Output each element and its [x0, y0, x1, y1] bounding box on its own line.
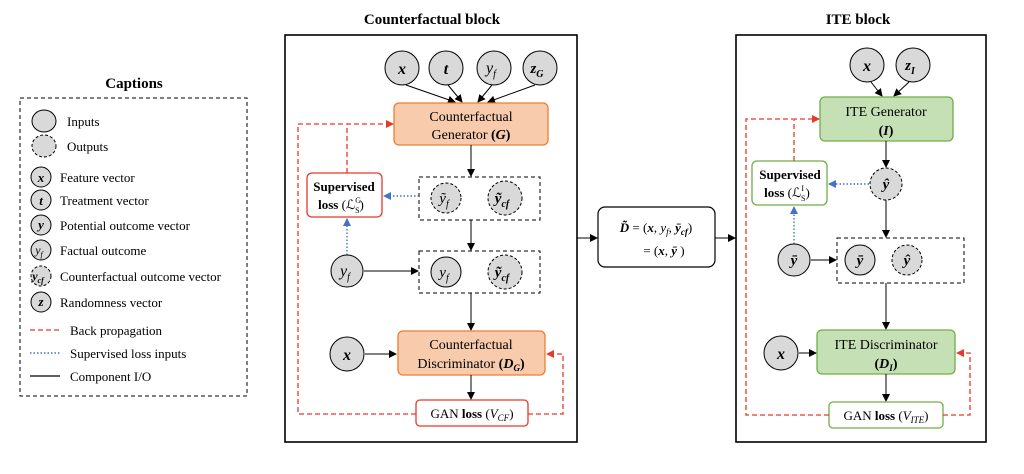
cf-arrow-x-gen [405, 84, 456, 104]
ite-disc-yhat-node [891, 244, 923, 276]
cf-input-zg-node [522, 50, 558, 86]
cf-input-x-label: x [397, 61, 406, 78]
synthetic-dataset-box [597, 206, 716, 268]
cf-gan-loss-label: GAN loss (VCF) [430, 406, 513, 423]
t-icon [30, 189, 52, 211]
ycf-icon [30, 265, 52, 287]
cf-supervised-loss-line1: Supervised [313, 179, 375, 194]
ite-block-frame [735, 34, 987, 443]
dataset-line1: D̃ = (x, yf, ȳcf) [619, 220, 692, 237]
ite-output-yhat-label: ŷ [881, 177, 890, 193]
legend-component-io: Component I/O [70, 369, 151, 384]
ite-backprop-gan-to-disc [943, 349, 971, 416]
cf-arrow-yf-gen [477, 84, 493, 103]
legend-input-node [31, 109, 57, 133]
ite-generator-line2: (I) [879, 124, 894, 139]
ite-supervised-loss-box [751, 160, 828, 206]
cf-generator-line1: Counterfactual [429, 110, 512, 125]
cf-generator-line2: Generator (G) [432, 128, 511, 143]
cf-disc-ycf-tilde-node [487, 254, 523, 290]
x-icon-symbol: x [37, 170, 45, 185]
legend-outputs-label: Outputs [67, 139, 108, 154]
legend-treatment-vector: Treatment vector [60, 193, 149, 208]
ite-backprop-gan-to-gen [745, 118, 829, 416]
cf-input-yf-node [476, 50, 512, 86]
ite-ybar-input-node [777, 243, 811, 277]
cf-output-yf-tilde-node [430, 182, 462, 214]
cf-discriminator-line1: Counterfactual [429, 338, 512, 353]
t-icon-symbol: t [39, 193, 43, 208]
captions-title: Captions [105, 76, 163, 92]
ite-arrow-zi-gen [893, 81, 910, 97]
ite-input-zi-label: zI [904, 58, 916, 77]
cf-output-ycf-tilde-node [487, 180, 523, 216]
cf-arrow-t-gen [447, 84, 463, 103]
ite-generator-line1: ITE Generator [845, 105, 927, 120]
cf-disc-yf-node [430, 256, 462, 288]
z-icon-symbol: z [37, 294, 44, 309]
ite-output-yhat-node [869, 167, 903, 201]
dataset-line2: = (x, ȳ ) [643, 243, 684, 258]
captions-frame [19, 97, 248, 397]
counterfactual-block-frame [284, 34, 578, 443]
ite-block: x zI ITE Generator (I) ŷ Supervised loss… [735, 34, 987, 443]
y-icon [30, 214, 52, 236]
cf-arrow-zg-gen [487, 84, 536, 104]
ite-input-zi-node [895, 47, 931, 83]
ite-disc-yhat-label: ŷ [902, 253, 911, 269]
counterfactual-block: x t yf zG Counterfactual Generator (G) ỹ… [284, 34, 578, 443]
legend-inputs-label: Inputs [67, 114, 100, 129]
ite-backprop-supervised-to-gen [793, 115, 820, 161]
yf-icon [30, 239, 52, 261]
legend-factual-outcome: Factual outcome [60, 243, 147, 258]
legend-supervised-loss-inputs: Supervised loss inputs [70, 346, 186, 361]
ite-x-disc-input-node [763, 335, 799, 371]
cf-generator-outputs-group [418, 176, 541, 221]
x-icon [30, 166, 52, 188]
ite-input-x-label: x [862, 58, 871, 75]
y-icon-symbol: y [36, 217, 44, 232]
ite-disc-ybar-node [844, 244, 876, 276]
ite-discriminator-line1: ITE Discriminator [834, 338, 937, 353]
cf-backprop-gan-to-disc [528, 350, 564, 415]
ite-ybar-input-label: ȳ [789, 253, 798, 269]
legend-output-node [31, 134, 57, 158]
ite-gan-loss-label: GAN loss (VITE) [843, 408, 928, 425]
cf-input-t-node [428, 50, 464, 86]
cf-input-t-label: t [444, 61, 449, 78]
cf-discriminator-line2: Discriminator (DG) [417, 357, 525, 373]
z-icon [30, 291, 52, 313]
cf-supervised-loss-box [306, 172, 383, 218]
cf-gan-loss-box [415, 399, 529, 427]
cf-x-disc-input-label: x [342, 347, 351, 364]
cf-backprop-gan-to-gen [297, 123, 416, 415]
ite-disc-ybar-label: ȳ [855, 253, 864, 269]
ite-arrow-x-gen [870, 81, 883, 97]
ite-supervised-loss-line1: Supervised [759, 167, 821, 182]
yf-icon-symbol: yf [34, 243, 44, 259]
cf-x-disc-input-node [329, 336, 365, 372]
legend-back-propagation: Back propagation [70, 323, 163, 338]
cf-discriminator-inputs-group [418, 250, 541, 294]
legend-counterfactual-outcome: Counterfactual outcome vector [60, 269, 222, 284]
legend-potential-outcome: Potential outcome vector [60, 218, 191, 233]
cf-input-x-node [384, 50, 420, 86]
cf-backprop-supervised-to-gen [346, 120, 394, 173]
cf-yf-input-node [330, 254, 364, 288]
ite-discriminator-line2: (DI) [875, 357, 898, 373]
ite-x-disc-input-label: x [776, 346, 785, 363]
legend-feature-vector: Feature vector [60, 170, 135, 185]
ite-input-x-node [849, 47, 885, 83]
ite-discriminator-inputs-group [836, 237, 965, 284]
captions-legend: Captions Inputs Outputs x Feature vector… [19, 76, 248, 397]
ite-block-title: ITE block [826, 12, 891, 28]
counterfactual-block-title: Counterfactual block [364, 12, 501, 28]
legend-randomness-vector: Randomness vector [60, 295, 163, 310]
